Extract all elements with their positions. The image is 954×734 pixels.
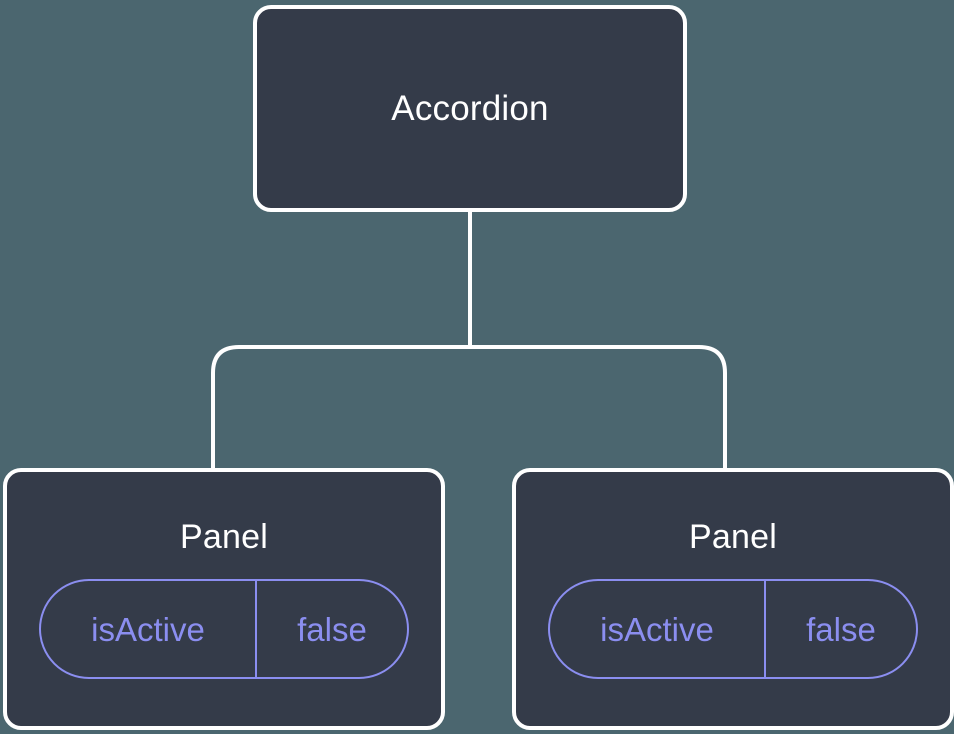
prop-badge-panel-1[interactable]: isActive false [39, 579, 409, 679]
prop-value-panel-1: false [297, 610, 367, 648]
node-panel-1[interactable]: Panel isActive false [3, 468, 445, 730]
prop-key-panel-1: isActive [41, 581, 257, 677]
prop-badge-panel-2[interactable]: isActive false [548, 579, 918, 679]
node-panel-2-title: Panel [689, 518, 777, 556]
node-accordion-title: Accordion [391, 89, 549, 128]
node-accordion[interactable]: Accordion [253, 5, 687, 212]
prop-key-panel-2: isActive [550, 581, 766, 677]
node-panel-2[interactable]: Panel isActive false [512, 468, 954, 730]
node-panel-1-title: Panel [180, 518, 268, 556]
edge-to-panel-left [211, 345, 470, 470]
edge-to-panel-right [470, 345, 727, 470]
prop-value-panel-2: false [806, 610, 876, 648]
